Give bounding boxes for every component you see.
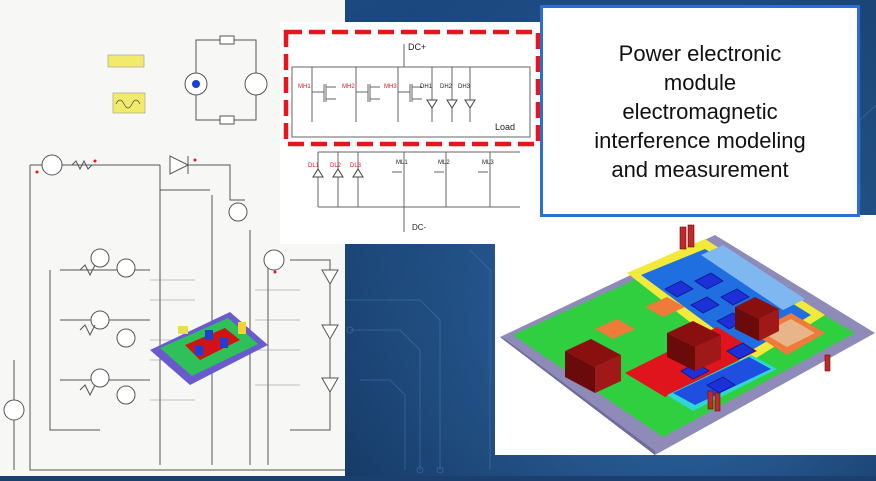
dc-plus-label: DC+ — [408, 42, 426, 52]
diode-label-dl1: DL1 — [308, 163, 320, 169]
simulation-schematic — [3, 35, 345, 471]
diode-label-dl2: DL2 — [330, 163, 342, 169]
switch-label-mh2: MH2 — [342, 84, 355, 90]
power-terminals — [565, 297, 779, 393]
load-label: Load — [495, 122, 515, 132]
diode-label-dh3: DH3 — [458, 84, 471, 90]
switch-label-mh3: MH3 — [384, 84, 397, 90]
inverter-schematic-panel: DC+ Load DC- MH1 MH2 MH3 DH1 DH2 DH3 DL1… — [280, 22, 545, 244]
dc-minus-label: DC- — [412, 223, 427, 232]
diode-label-dh1: DH1 — [420, 84, 433, 90]
switch-label-ml2: ML2 — [438, 160, 450, 166]
inverter-schematic: DC+ Load DC- MH1 MH2 MH3 DH1 DH2 DH3 DL1… — [283, 29, 541, 232]
switch-label-ml3: ML3 — [482, 160, 494, 166]
switch-label-ml1: ML1 — [396, 160, 408, 166]
title-callout-box: Power electronic module electromagnetic … — [540, 5, 860, 217]
embedded-module-thumbnail — [150, 312, 268, 385]
switch-label-mh1: MH1 — [298, 84, 311, 90]
diode-label-dh2: DH2 — [440, 84, 453, 90]
callout-text: Power electronic module electromagnetic … — [594, 40, 806, 182]
diode-label-dl3: DL3 — [350, 163, 362, 169]
power-module-3d-model — [500, 224, 875, 455]
module-3d-render-panel — [495, 215, 876, 455]
highlight-box — [283, 29, 541, 147]
